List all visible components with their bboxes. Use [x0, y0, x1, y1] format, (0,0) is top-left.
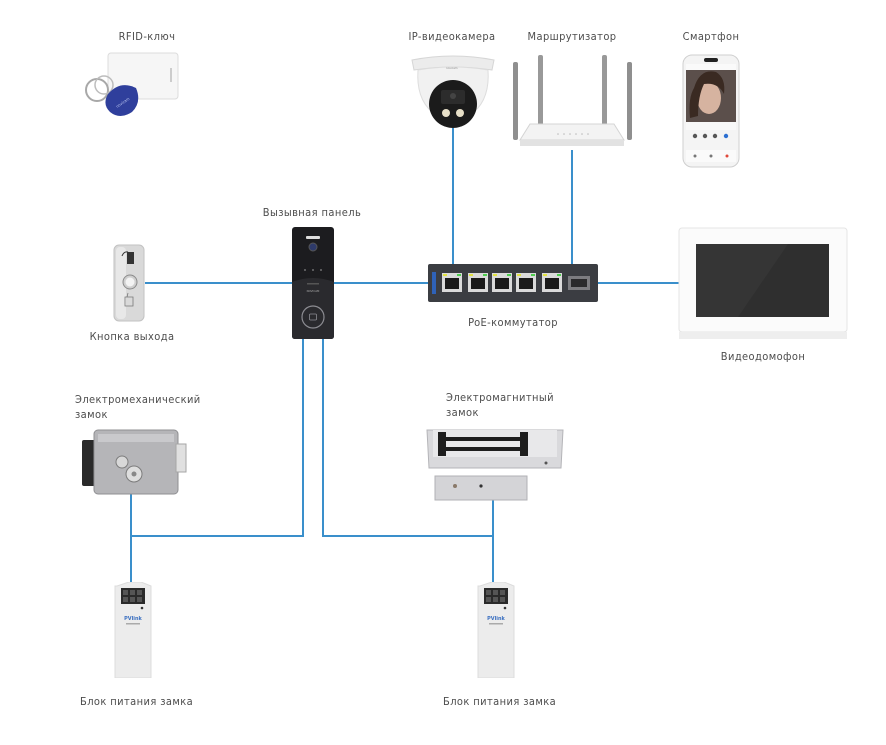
- power-supply-icon: PVlink: [114, 582, 152, 678]
- smartphone-icon: [682, 54, 740, 168]
- psu1-brand: PVlink: [124, 616, 142, 622]
- exit-button-icon: [113, 244, 145, 322]
- maglock-label-line1: Электромагнитный: [446, 391, 554, 404]
- psu2-brand: PVlink: [487, 616, 505, 622]
- emlock-label-line1: Электромеханический: [75, 393, 201, 406]
- wire-panel-maglock: [322, 338, 493, 537]
- monitor-label: Видеодомофон: [720, 350, 806, 363]
- rfid-card-keyfob-icon: novicam: [85, 52, 179, 116]
- emlock-label-line2: замок: [75, 408, 108, 421]
- phone-label: Смартфон: [682, 30, 740, 43]
- electromagnetic-lock-icon: [426, 429, 564, 501]
- dome-camera-icon: novicam: [411, 55, 495, 128]
- exitbtn-label: Кнопка выхода: [89, 330, 175, 343]
- wire-panel-emlock: [131, 338, 304, 537]
- power-supply-icon: PVlink: [477, 582, 515, 678]
- psu1-label: Блок питания замка: [80, 695, 194, 708]
- router-icon: [513, 55, 632, 146]
- video-monitor-icon: [678, 227, 848, 339]
- call-panel-icon: NOVICAM: [292, 227, 334, 339]
- switch-ports: [442, 273, 590, 292]
- maglock-label-line2: замок: [446, 406, 479, 419]
- switch-label: PoE-коммутатор: [468, 316, 558, 329]
- panel-label: Вызывная панель: [262, 206, 362, 219]
- psu2-label: Блок питания замка: [443, 695, 557, 708]
- rfid-label: RFID-ключ: [118, 30, 176, 43]
- electromechanical-lock-icon: [82, 429, 187, 495]
- ipcam-label: IP-видеокамера: [408, 30, 496, 43]
- svg-text:novicam: novicam: [446, 66, 458, 70]
- panel-brand: NOVICAM: [307, 289, 320, 293]
- router-label: Маршрутизатор: [527, 30, 617, 43]
- poe-switch-icon: [428, 264, 598, 302]
